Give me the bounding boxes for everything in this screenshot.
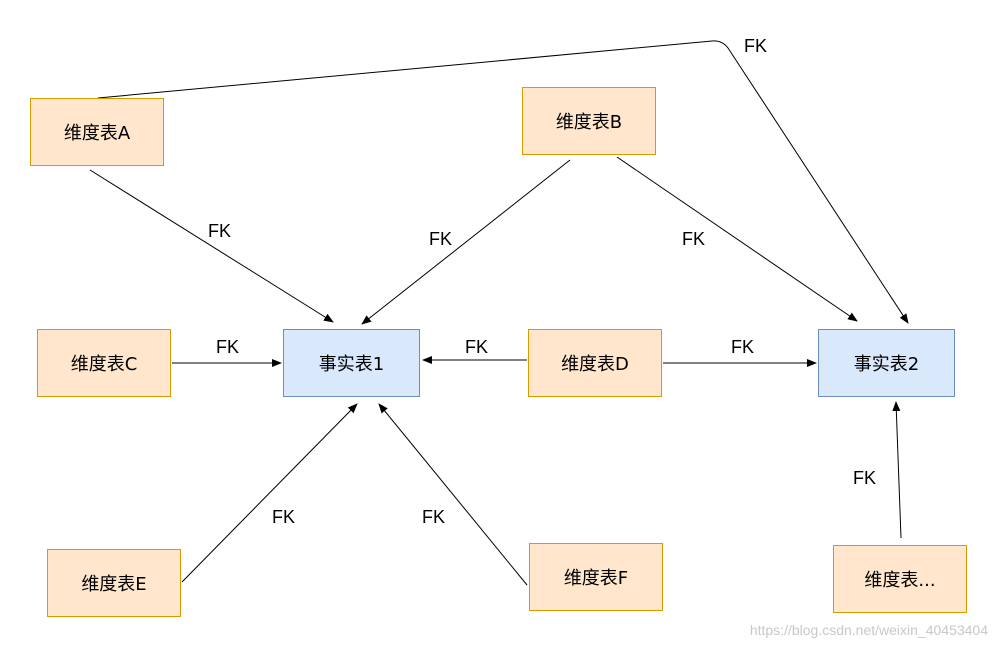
- fk-label-more-fact2: FK: [853, 468, 877, 488]
- fact-table-2[interactable]: 事实表2: [818, 329, 955, 397]
- dimension-table-a[interactable]: 维度表A: [30, 98, 164, 166]
- fk-label-d-fact1: FK: [465, 337, 489, 357]
- edge-more-to-fact2: [892, 401, 902, 539]
- dimension-table-c[interactable]: 维度表C: [37, 329, 171, 397]
- fk-label-a-fact1: FK: [208, 221, 232, 241]
- watermark: https://blog.csdn.net/weixin_40453404: [749, 622, 988, 638]
- edge-a-to-fact1: [89, 169, 334, 323]
- edge-b-to-fact1: [361, 159, 571, 325]
- dimension-table-d[interactable]: 维度表D: [528, 329, 662, 397]
- fact-table-1[interactable]: 事实表1: [283, 329, 420, 397]
- edge-e-to-fact1: [181, 403, 358, 583]
- edge-f-to-fact1: [378, 403, 528, 586]
- fk-label-e-fact1: FK: [272, 507, 296, 527]
- dimension-table-b[interactable]: 维度表B: [522, 87, 656, 155]
- fk-label-c-fact1: FK: [216, 337, 240, 357]
- edge-b-to-fact2: [616, 156, 858, 322]
- dimension-table-f[interactable]: 维度表F: [529, 543, 663, 611]
- fk-label-a-fact2: FK: [744, 36, 768, 56]
- fk-label-f-fact1: FK: [422, 507, 446, 527]
- fk-label-b-fact2: FK: [682, 229, 706, 249]
- dimension-table-e[interactable]: 维度表E: [47, 549, 181, 617]
- dimension-table-more[interactable]: 维度表...: [833, 545, 967, 613]
- edge-a-to-fact2: [97, 40, 909, 324]
- fk-label-d-fact2: FK: [731, 337, 755, 357]
- fk-label-b-fact1: FK: [429, 229, 453, 249]
